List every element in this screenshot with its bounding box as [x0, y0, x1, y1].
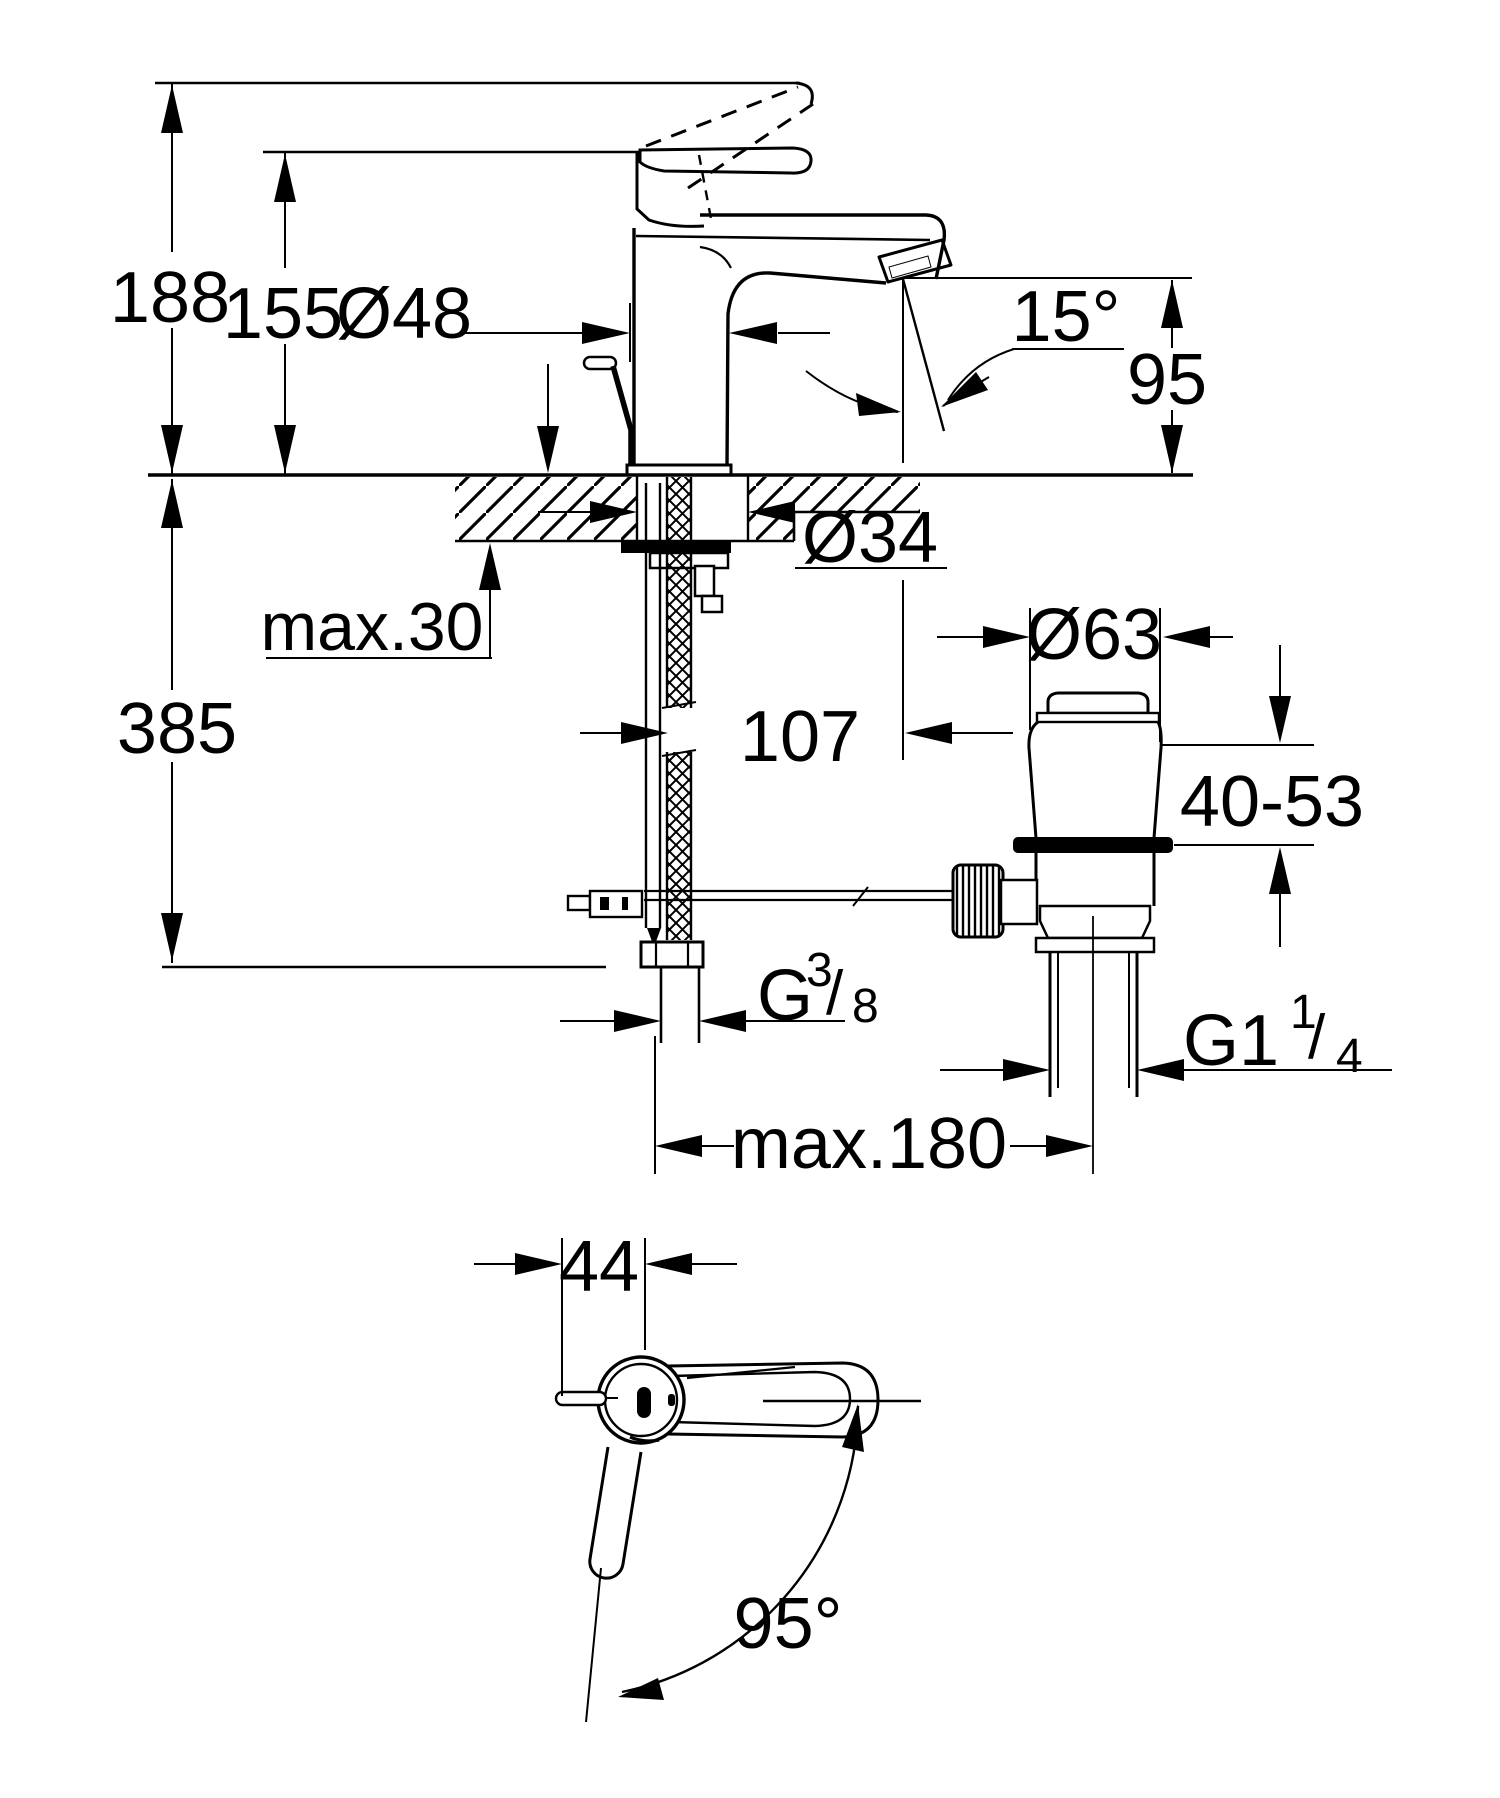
- below-deck-plumbing: [566, 477, 953, 1043]
- dim-supply-thread: G 3 / 8: [560, 944, 879, 1036]
- dim-label-spout-top-height: 155: [223, 274, 343, 354]
- top-view-faucet: [554, 1355, 880, 1723]
- pop-up-rod-horizontal: [566, 886, 953, 919]
- dim-label-waste-thread-g: G1: [1183, 1001, 1279, 1081]
- dim-depth-below-deck: 385: [117, 479, 606, 969]
- faucet-base-plate: [625, 463, 733, 475]
- handle-axis-line: [585, 1567, 602, 1723]
- outlet-fitting: [693, 564, 716, 598]
- waste-knob: [951, 863, 1005, 939]
- top-view-dimensions: 44 95°: [474, 1227, 921, 1700]
- waste-gasket: [1013, 837, 1173, 853]
- dim-label-handle-swivel-angle: 95°: [734, 1584, 843, 1664]
- dim-label-waste-flange-diameter: Ø63: [1026, 595, 1162, 675]
- pull-rod-pin: [554, 1390, 608, 1407]
- dim-label-depth-below-deck: 385: [117, 689, 237, 769]
- dim-spout-angle: 15°: [805, 277, 1124, 463]
- hose-nut: [639, 940, 705, 969]
- handle-cap: [635, 152, 705, 228]
- dim-handle-swivel-angle: 95°: [618, 1399, 921, 1700]
- cartridge-slot: [637, 1387, 651, 1418]
- dim-spout-outlet-height: 95: [903, 277, 1210, 473]
- dim-label-supply-thread-den: 8: [852, 980, 879, 1033]
- dim-deck-thickness: max.30: [261, 364, 559, 665]
- lever-raised-dashed: [645, 81, 814, 190]
- aerator-slot: [888, 255, 932, 279]
- dim-clamping-range: 40-53: [1160, 645, 1364, 947]
- dim-label-handle-width: 44: [559, 1227, 639, 1307]
- aerator: [877, 238, 953, 284]
- dim-label-waste-thread-num: 1: [1290, 986, 1317, 1039]
- dim-hose-to-waste: max.180: [654, 1036, 1093, 1184]
- dim-total-height: 188: [110, 83, 230, 475]
- dim-label-spout-reach: 107: [740, 697, 860, 777]
- dim-body-diameter: Ø48: [336, 268, 830, 362]
- handle-rotated: [588, 1446, 643, 1580]
- dim-waste-flange-diameter: Ø63: [937, 595, 1233, 742]
- handle-lever: [582, 81, 814, 464]
- pop-up-waste: [951, 691, 1173, 1174]
- dim-label-supply-thread-num: 3: [806, 944, 833, 997]
- dim-label-supply-thread-slash: /: [826, 959, 844, 1028]
- dim-label-spout-outlet-height: 95: [1127, 340, 1207, 420]
- dim-label-supply-thread-g: G: [757, 956, 813, 1036]
- dim-waste-thread: G1 1 / 4: [940, 986, 1392, 1083]
- dim-label-total-height: 188: [110, 258, 230, 338]
- pull-rod-tip: [647, 928, 661, 947]
- dim-label-spout-angle: 15°: [1012, 277, 1121, 357]
- lever-lowered: [638, 146, 813, 175]
- waste-plug-dome: [1046, 691, 1150, 713]
- front-view-dimensions: 188 155 Ø48: [110, 83, 1392, 1184]
- dim-label-clamping-range: 40-53: [1180, 762, 1364, 842]
- dim-label-waste-thread-slash: /: [1308, 1003, 1326, 1072]
- dim-label-body-diameter: Ø48: [336, 274, 472, 354]
- dim-deck-hole-diameter: Ø34: [538, 498, 947, 578]
- dim-spout-reach: 107: [580, 580, 1013, 777]
- dim-label-deck-thickness: max.30: [261, 589, 484, 665]
- supply-hose-braided: [661, 477, 697, 940]
- dim-label-waste-thread-den: 4: [1336, 1030, 1363, 1083]
- dim-handle-width: 44: [474, 1227, 737, 1396]
- pull-rod-knob: [582, 355, 634, 464]
- handle-horizontal-inner: [671, 1370, 852, 1428]
- dim-label-deck-hole-diameter: Ø34: [802, 498, 938, 578]
- faucet-body: [632, 213, 953, 467]
- dim-spout-top-height: 155: [223, 152, 343, 475]
- dim-label-hose-to-waste: max.180: [731, 1104, 1007, 1184]
